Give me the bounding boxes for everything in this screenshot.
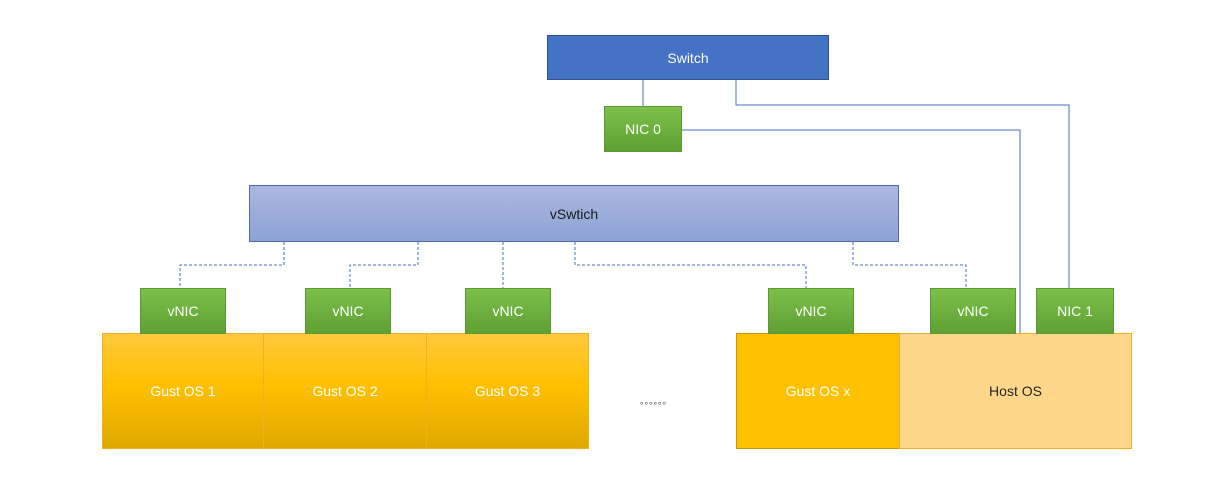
nic0-host-line	[682, 129, 1021, 333]
vnic-4-label: vNIC	[795, 303, 827, 319]
guest-os-3-label: Gust OS 3	[474, 383, 541, 399]
vswitch-vnic5-line	[852, 242, 967, 288]
guest-os-2-label: Gust OS 2	[312, 383, 378, 399]
vnic-4-box: vNIC	[768, 288, 854, 334]
vnic-5-label: vNIC	[957, 303, 989, 319]
vnic-2-label: vNIC	[332, 303, 364, 319]
ellipsis: 。。。。。。	[640, 396, 672, 406]
switch-label: Switch	[667, 49, 709, 66]
nic0-label: NIC 0	[625, 121, 661, 137]
switch-nic1-line	[735, 80, 1070, 288]
guest-os-x-box: Gust OS x	[736, 333, 900, 449]
host-os-label: Host OS	[989, 383, 1042, 399]
vswitch-vnic4-line	[574, 242, 807, 288]
vnic-3-label: vNIC	[492, 303, 524, 319]
vswitch-vnic1-line	[179, 242, 285, 288]
nic1-box: NIC 1	[1036, 288, 1114, 334]
guest-os-1-box: Gust OS 1	[102, 333, 264, 449]
nic1-label: NIC 1	[1057, 303, 1093, 319]
vswitch-vnic2-line	[349, 242, 419, 288]
vnic-1-box: vNIC	[140, 288, 226, 334]
guest-os-1-label: Gust OS 1	[150, 383, 216, 399]
vnic-1-label: vNIC	[167, 303, 199, 319]
vnic-5-box: vNIC	[930, 288, 1016, 334]
vnic-3-box: vNIC	[465, 288, 551, 334]
host-os-box: Host OS	[899, 333, 1132, 449]
vswitch-label: vSwtich	[549, 205, 599, 222]
switch-box: Switch	[547, 35, 829, 80]
guest-os-x-label: Gust OS x	[785, 383, 851, 399]
guest-os-2-box: Gust OS 2	[263, 333, 427, 449]
vnic-2-box: vNIC	[305, 288, 391, 334]
vswitch-box: vSwtich	[249, 185, 899, 242]
nic0-box: NIC 0	[604, 106, 682, 152]
guest-os-3-box: Gust OS 3	[426, 333, 589, 449]
